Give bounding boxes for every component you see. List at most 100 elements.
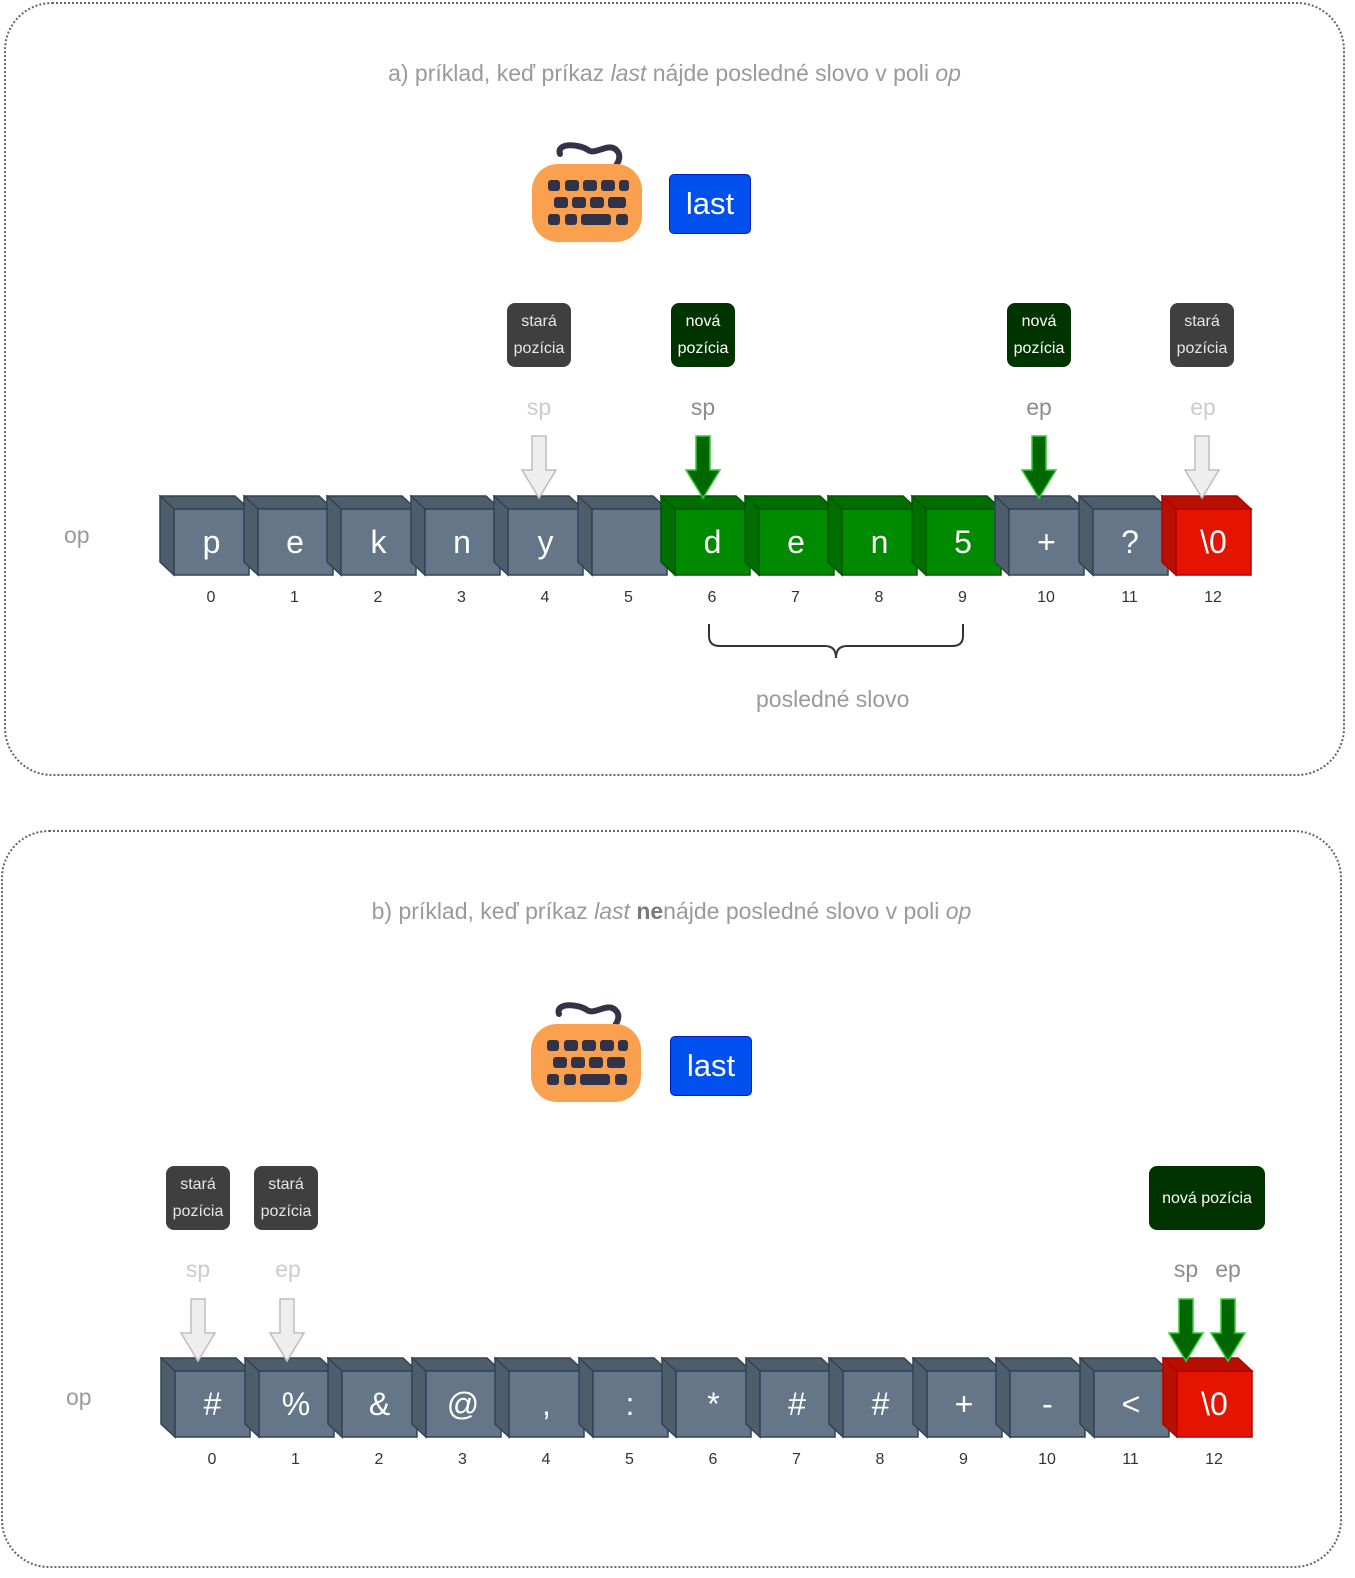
new-ep-position-box: nová pozícia bbox=[1007, 303, 1071, 367]
array-index: 12 bbox=[1204, 589, 1222, 606]
panel-b-title: b) príklad, keď príkaz last nenájde posl… bbox=[371, 898, 972, 924]
array-cell-char: - bbox=[1042, 1385, 1053, 1422]
new-pointer-arrow-icon bbox=[1020, 435, 1058, 500]
array-cell: # bbox=[744, 1357, 837, 1439]
array-cell: e bbox=[242, 495, 335, 577]
keyboard-icon bbox=[530, 140, 645, 245]
array-index: 1 bbox=[290, 589, 299, 606]
array-cell: p bbox=[159, 495, 251, 577]
array-index: 5 bbox=[624, 589, 633, 606]
array-cell-char: @ bbox=[446, 1385, 480, 1422]
array-index: 8 bbox=[875, 1451, 885, 1468]
array-cell: & bbox=[327, 1357, 419, 1439]
array-index: 12 bbox=[1205, 1451, 1223, 1468]
old-pointer-arrow-icon bbox=[268, 1298, 306, 1363]
array-cell-char: + bbox=[954, 1385, 974, 1422]
array-cell: + bbox=[994, 495, 1086, 577]
array-index: 5 bbox=[625, 1451, 634, 1468]
array-cell: \0 bbox=[1162, 1357, 1254, 1439]
array-cell-char: & bbox=[368, 1385, 391, 1422]
array-index: 9 bbox=[958, 589, 967, 606]
array-cell: < bbox=[1078, 1357, 1171, 1439]
array-index: 6 bbox=[708, 1451, 718, 1468]
array-index: 10 bbox=[1038, 1451, 1056, 1468]
array-cell-char: e bbox=[286, 523, 304, 560]
new-sp-label: sp bbox=[690, 394, 716, 420]
last-word-label: posledné slovo bbox=[756, 686, 910, 712]
array-op-label: op bbox=[64, 522, 90, 548]
panel-a: a) príklad, keď príkaz last nájde posled… bbox=[4, 2, 1345, 776]
array-cell: , bbox=[494, 1357, 586, 1439]
new-ep-label: ep bbox=[1215, 1256, 1241, 1282]
array-cell-char: < bbox=[1121, 1385, 1141, 1422]
array-cell-char: # bbox=[788, 1385, 806, 1422]
array-index: 7 bbox=[791, 589, 800, 606]
new-position-box: nová pozícia bbox=[1149, 1166, 1265, 1230]
array-cell-char bbox=[592, 509, 667, 575]
old-pointer-arrow-icon bbox=[1183, 435, 1221, 500]
array-cell-char: e bbox=[787, 523, 805, 560]
old-ep-label: ep bbox=[275, 1256, 301, 1282]
array-cell-char: k bbox=[370, 523, 387, 560]
array-cell-char: n bbox=[870, 523, 889, 560]
old-ep-position-box: stará pozícia bbox=[1170, 303, 1234, 367]
array-cell: \0 bbox=[1161, 495, 1253, 577]
array-cell: e bbox=[743, 495, 836, 577]
array-cell-char: 5 bbox=[954, 523, 972, 560]
array-index: 0 bbox=[206, 589, 216, 606]
new-sp-position-box: nová pozícia bbox=[671, 303, 735, 367]
new-ep-label: ep bbox=[1026, 394, 1052, 420]
old-sp-label: sp bbox=[526, 394, 552, 420]
array-cell-char: , bbox=[542, 1385, 551, 1422]
brace bbox=[708, 624, 964, 659]
array-index: 3 bbox=[457, 589, 466, 606]
array-index: 9 bbox=[959, 1451, 968, 1468]
array-cell: % bbox=[243, 1357, 336, 1439]
old-sp-position-box: stará pozícia bbox=[166, 1166, 230, 1230]
keyboard-icon bbox=[529, 1000, 644, 1105]
array-cell: : bbox=[577, 1357, 670, 1439]
array-cell: 5 bbox=[910, 495, 1003, 577]
array-cell-char: \0 bbox=[1200, 523, 1227, 560]
array-index: 1 bbox=[291, 1451, 300, 1468]
array-cell-char: p bbox=[202, 523, 221, 560]
array-cell-char: % bbox=[281, 1385, 311, 1422]
old-sp-label: sp bbox=[185, 1256, 211, 1282]
array-cell-char: y bbox=[537, 523, 554, 560]
array-cell-char: ? bbox=[1121, 523, 1139, 560]
old-sp-position-box: stará pozícia bbox=[507, 303, 571, 367]
array-cell: d bbox=[660, 495, 752, 577]
array-cell: y bbox=[493, 495, 585, 577]
array-index: 0 bbox=[207, 1451, 217, 1468]
last-command-badge: last bbox=[670, 1036, 752, 1096]
new-pointer-arrow-icon bbox=[1167, 1298, 1205, 1363]
new-pointer-arrow-icon bbox=[684, 435, 722, 500]
array-index: 4 bbox=[541, 1451, 551, 1468]
array-index: 3 bbox=[458, 1451, 467, 1468]
array-cell-char: # bbox=[871, 1385, 890, 1422]
old-ep-position-box: stará pozícia bbox=[254, 1166, 318, 1230]
array-cell-char: # bbox=[203, 1385, 222, 1422]
array-cell: - bbox=[995, 1357, 1087, 1439]
new-pointer-arrow-icon bbox=[1209, 1298, 1247, 1363]
array-index: 11 bbox=[1121, 589, 1138, 606]
array-cell-char: * bbox=[707, 1385, 720, 1422]
array-index: 8 bbox=[874, 589, 884, 606]
array-cell-char: + bbox=[1037, 523, 1056, 560]
array-cell-char: \0 bbox=[1201, 1385, 1228, 1422]
array-cell-char: d bbox=[703, 523, 722, 560]
array-index: 4 bbox=[540, 589, 550, 606]
old-ep-label: ep bbox=[1190, 394, 1216, 420]
array-cell: ? bbox=[1077, 495, 1170, 577]
array-cell: * bbox=[661, 1357, 753, 1439]
array-cell: @ bbox=[410, 1357, 503, 1439]
old-pointer-arrow-icon bbox=[179, 1298, 217, 1363]
array-cell: # bbox=[828, 1357, 920, 1439]
last-command-badge: last bbox=[669, 174, 751, 234]
array-op-label: op bbox=[66, 1384, 92, 1410]
array-index: 10 bbox=[1037, 589, 1055, 606]
new-sp-label: sp bbox=[1173, 1256, 1199, 1282]
array-cell: + bbox=[911, 1357, 1004, 1439]
panel-a-title: a) príklad, keď príkaz last nájde posled… bbox=[388, 60, 961, 86]
array-cell-char: : bbox=[625, 1385, 635, 1422]
